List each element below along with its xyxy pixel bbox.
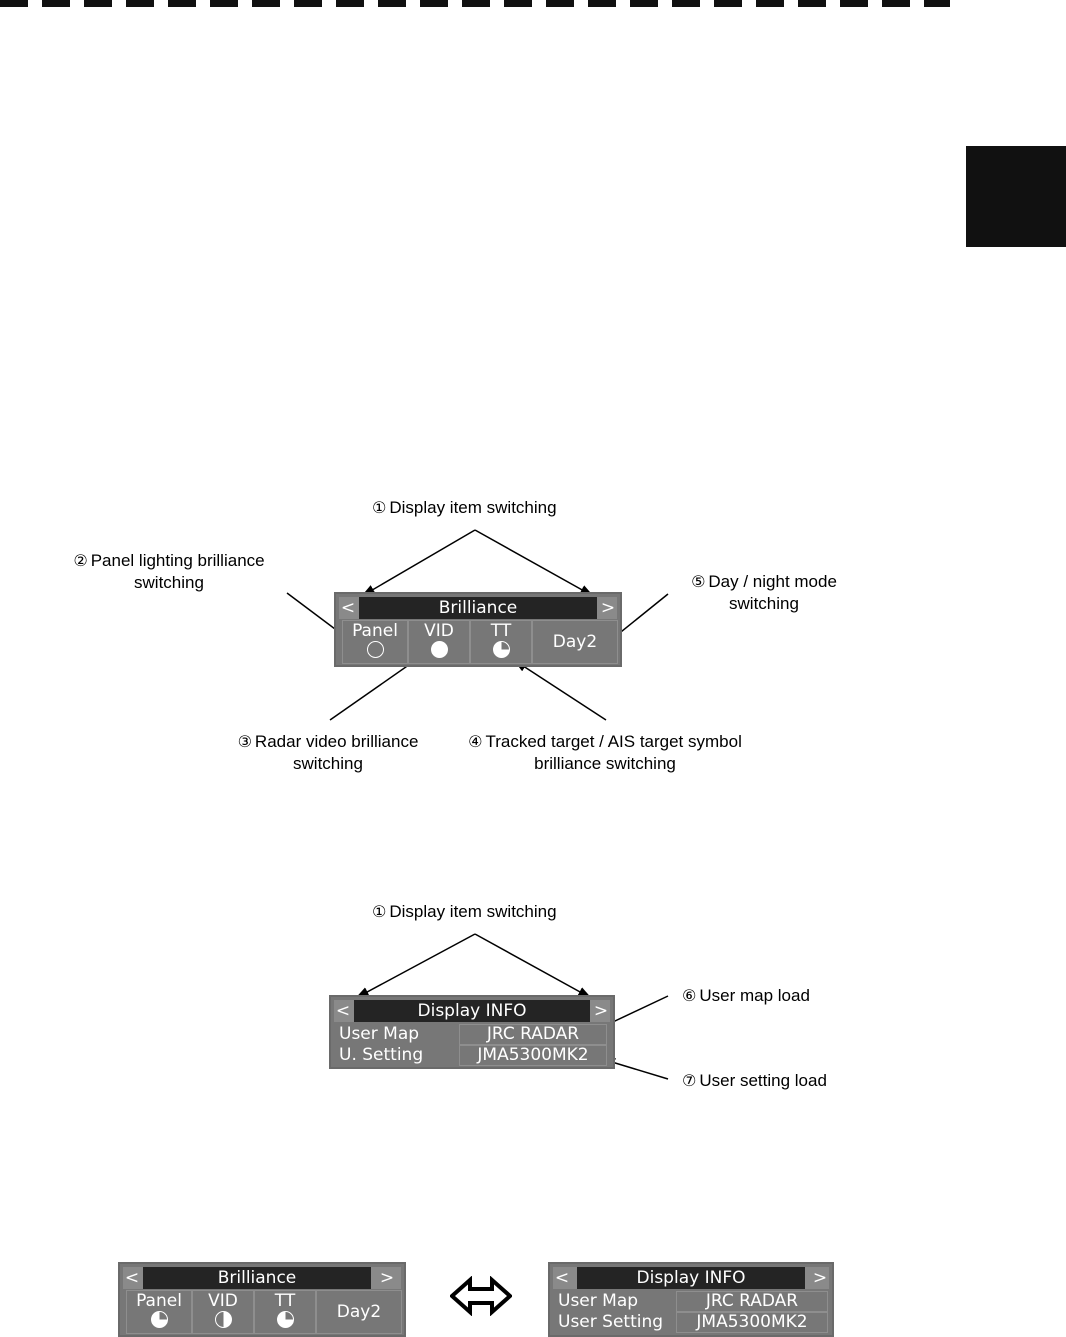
brilliance-panel: < Brilliance > Panel VID TT Day2	[334, 592, 622, 667]
vid-label: VID	[208, 1291, 238, 1311]
display-info-titlebar: < Display INFO >	[334, 1000, 610, 1022]
user-map-load-button[interactable]: JRC RADAR	[676, 1291, 828, 1312]
vid-brilliance-button[interactable]: VID	[192, 1290, 254, 1334]
next-item-button[interactable]: >	[600, 598, 616, 618]
user-map-label: User Map	[558, 1291, 639, 1311]
next-item-button[interactable]: >	[812, 1268, 828, 1288]
vid-label: VID	[424, 621, 454, 641]
tt-label: TT	[490, 621, 512, 641]
user-setting-load-button[interactable]: JMA5300MK2	[459, 1045, 607, 1066]
day-mode-label: Day2	[336, 1302, 382, 1322]
tt-brilliance-button[interactable]: TT	[254, 1290, 316, 1334]
panel-title: Brilliance	[359, 597, 597, 619]
brilliance-titlebar: < Brilliance >	[339, 597, 617, 619]
three-quarter-circle-icon	[276, 1311, 294, 1328]
next-item-button[interactable]: >	[379, 1268, 395, 1288]
panel-title: Display INFO	[577, 1267, 805, 1289]
panel-brilliance-button[interactable]: Panel	[342, 620, 408, 664]
double-arrow-icon	[450, 1276, 512, 1316]
three-quarter-circle-icon	[492, 641, 510, 658]
panel-title: Brilliance	[143, 1267, 371, 1289]
brilliance-titlebar: < Brilliance >	[123, 1267, 401, 1289]
panel-label: Panel	[136, 1291, 182, 1311]
tt-label: TT	[274, 1291, 296, 1311]
panel-brilliance-button[interactable]: Panel	[126, 1290, 192, 1334]
vid-brilliance-button[interactable]: VID	[408, 620, 470, 664]
user-setting-label: User Setting	[558, 1312, 664, 1332]
next-item-button[interactable]: >	[593, 1001, 609, 1021]
header-dashed-rule	[0, 0, 950, 7]
day-night-button[interactable]: Day2	[532, 620, 618, 664]
display-info-titlebar: < Display INFO >	[553, 1267, 829, 1289]
user-map-label: User Map	[339, 1024, 420, 1044]
user-map-load-button[interactable]: JRC RADAR	[459, 1024, 607, 1045]
three-quarter-circle-icon	[150, 1311, 168, 1328]
prev-item-button[interactable]: <	[340, 598, 356, 618]
display-info-panel: < Display INFO > User Map JRC RADAR U. S…	[329, 995, 615, 1069]
empty-circle-icon	[366, 641, 384, 658]
user-setting-load-button[interactable]: JMA5300MK2	[676, 1312, 828, 1333]
panel-title: Display INFO	[354, 1000, 590, 1022]
user-setting-label: U. Setting	[339, 1045, 424, 1065]
chapter-tab-marker	[966, 146, 1066, 247]
prev-item-button[interactable]: <	[124, 1268, 140, 1288]
brilliance-panel-small: < Brilliance > Panel VID TT Day2	[118, 1262, 406, 1337]
day-mode-label: Day2	[552, 632, 598, 652]
display-info-panel-small: < Display INFO > User Map JRC RADAR User…	[548, 1262, 834, 1337]
full-circle-icon	[430, 641, 448, 658]
prev-item-button[interactable]: <	[554, 1268, 570, 1288]
tt-brilliance-button[interactable]: TT	[470, 620, 532, 664]
panel-label: Panel	[352, 621, 398, 641]
day-night-button[interactable]: Day2	[316, 1290, 402, 1334]
prev-item-button[interactable]: <	[335, 1001, 351, 1021]
half-circle-icon	[214, 1311, 232, 1328]
